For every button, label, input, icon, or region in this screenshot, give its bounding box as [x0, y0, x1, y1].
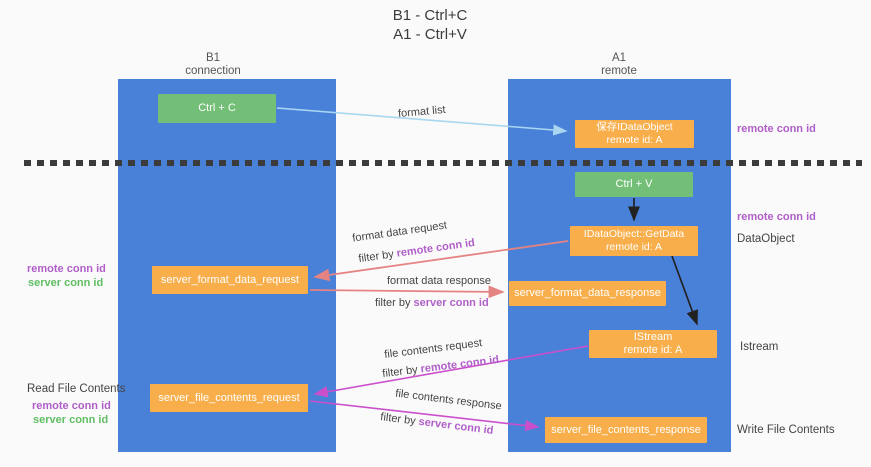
- column-a1-subtitle: remote: [601, 65, 637, 77]
- dataobject-label: DataObject: [737, 233, 795, 245]
- save-idataobject-line2: remote id: A: [606, 134, 663, 146]
- title-line-1: B1 - Ctrl+C: [392, 7, 468, 24]
- remote-conn-id-highlight: remote conn id: [419, 353, 500, 376]
- filter-by-text: filter by: [379, 411, 420, 428]
- write-file-contents-label: Write File Contents: [737, 424, 835, 436]
- title-line-2: A1 - Ctrl+V: [393, 26, 467, 43]
- left-server-conn-id-bottom: server conn id: [33, 414, 109, 426]
- server-file-contents-response-box: server_file_contents_response: [545, 417, 707, 443]
- filter-by-text: filter by: [381, 363, 422, 381]
- column-header-b1: B1 connection: [153, 52, 273, 78]
- file-contents-response-label: file contents response: [394, 387, 503, 413]
- format-response-filter-label: filter by server conn id: [375, 297, 489, 309]
- right-remote-conn-id-mid: remote conn id: [737, 211, 816, 223]
- server-file-contents-response-label: server_file_contents_response: [551, 423, 701, 436]
- ctrl-v-box: Ctrl + V: [575, 172, 693, 197]
- left-remote-conn-id-mid: remote conn id: [27, 263, 106, 275]
- filter-by-text: filter by: [357, 247, 398, 266]
- format-list-label: format list: [397, 103, 447, 121]
- server-format-data-request-box: server_format_data_request: [152, 266, 308, 294]
- file-response-filter-label: filter by server conn id: [380, 411, 494, 437]
- idataobject-getdata-box: IDataObject::GetData remote id: A: [570, 226, 698, 256]
- istream-box: IStream remote id: A: [589, 330, 717, 358]
- getdata-line1: IDataObject::GetData: [583, 228, 685, 240]
- remote-conn-id-highlight: remote conn id: [395, 236, 476, 260]
- left-server-conn-id-mid: server conn id: [28, 277, 104, 289]
- server-format-data-request-label: server_format_data_request: [160, 273, 300, 286]
- server-format-data-response-box: server_format_data_response: [509, 281, 666, 306]
- separator-dashed-line: [24, 160, 862, 166]
- left-remote-conn-id-bottom: remote conn id: [32, 400, 111, 412]
- ctrl-c-box: Ctrl + C: [158, 94, 276, 123]
- filter-by-text: filter by: [375, 297, 414, 309]
- ctrl-c-label: Ctrl + C: [198, 102, 236, 114]
- read-file-contents-label: Read File Contents: [27, 383, 126, 395]
- getdata-line2: remote id: A: [605, 241, 663, 253]
- column-header-a1: A1 remote: [559, 52, 679, 78]
- column-b1-subtitle: connection: [185, 65, 241, 77]
- istream-side-label: Istream: [740, 341, 779, 353]
- server-file-contents-request-box: server_file_contents_request: [150, 384, 308, 412]
- server-conn-id-highlight: server conn id: [413, 297, 489, 309]
- format-data-response-label: format data response: [387, 275, 491, 287]
- column-a1-name: A1: [611, 52, 627, 64]
- column-b1-name: B1: [205, 52, 221, 64]
- server-conn-id-highlight: server conn id: [417, 415, 495, 437]
- right-remote-conn-id-top: remote conn id: [737, 123, 816, 135]
- server-format-data-response-label: server_format_data_response: [514, 287, 661, 299]
- page-title: B1 - Ctrl+C A1 - Ctrl+V: [300, 6, 560, 44]
- save-idataobject-line1: 保存IDataObject: [596, 121, 673, 133]
- ctrl-v-label: Ctrl + V: [615, 178, 653, 190]
- istream-line2: remote id: A: [623, 344, 683, 356]
- istream-line1: IStream: [633, 331, 673, 343]
- format-data-request-label: format data request: [351, 219, 448, 245]
- save-idataobject-box: 保存IDataObject remote id: A: [575, 120, 694, 148]
- server-file-contents-request-label: server_file_contents_request: [158, 391, 300, 404]
- format-data-response-arrow: [309, 285, 505, 299]
